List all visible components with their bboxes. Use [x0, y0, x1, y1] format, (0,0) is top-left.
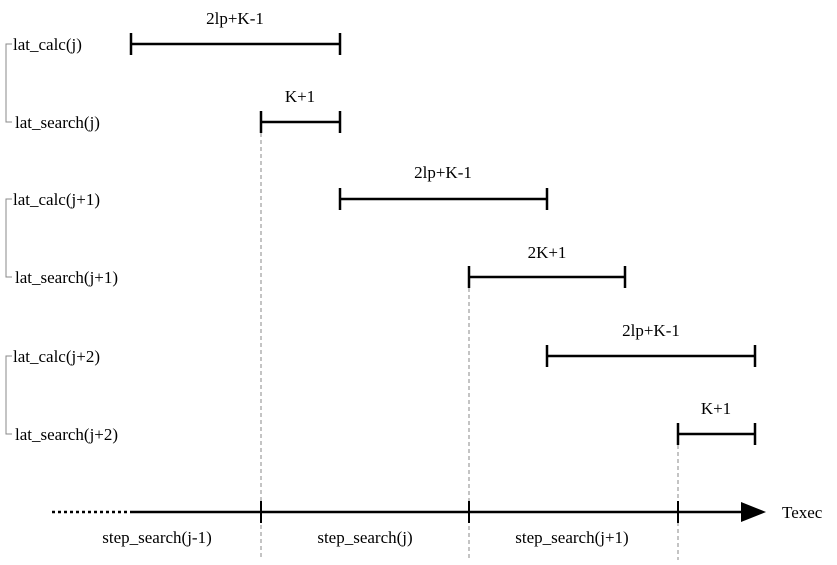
bar-lat-calc-j [129, 33, 342, 55]
bar-label-lat-calc-j1: 2lp+K-1 [414, 163, 472, 182]
bar-lat-calc-j2 [545, 345, 757, 367]
row-label-lat-calc-j: lat_calc(j) [13, 35, 82, 54]
bar-label-lat-search-j2: K+1 [701, 399, 731, 418]
bar-label-lat-calc-j: 2lp+K-1 [206, 9, 264, 28]
row-label-lat-search-j: lat_search(j) [15, 113, 100, 132]
axis-arrowhead [741, 502, 766, 522]
time-axis [52, 501, 766, 523]
row-label-lat-calc-j2: lat_calc(j+2) [13, 347, 100, 366]
step-label-j-plus-1: step_search(j+1) [515, 528, 628, 547]
bar-lat-search-j [259, 111, 342, 133]
bar-label-lat-calc-j2: 2lp+K-1 [622, 321, 680, 340]
bar-lat-calc-j1 [338, 188, 549, 210]
row-label-lat-search-j2: lat_search(j+2) [15, 425, 118, 444]
bar-lat-search-j2 [676, 423, 757, 445]
row-bracket-j1 [5, 198, 12, 278]
step-label-j-minus-1: step_search(j-1) [102, 528, 212, 547]
bar-lat-search-j1 [467, 266, 627, 288]
row-bracket-j [5, 43, 12, 123]
bar-label-lat-search-j1: 2K+1 [528, 243, 567, 262]
row-label-lat-calc-j1: lat_calc(j+1) [13, 190, 100, 209]
row-bracket-j2 [5, 355, 12, 435]
row-label-lat-search-j1: lat_search(j+1) [15, 268, 118, 287]
axis-label-texec: Texec [782, 503, 823, 522]
bar-label-lat-search-j: K+1 [285, 87, 315, 106]
step-label-j: step_search(j) [317, 528, 412, 547]
